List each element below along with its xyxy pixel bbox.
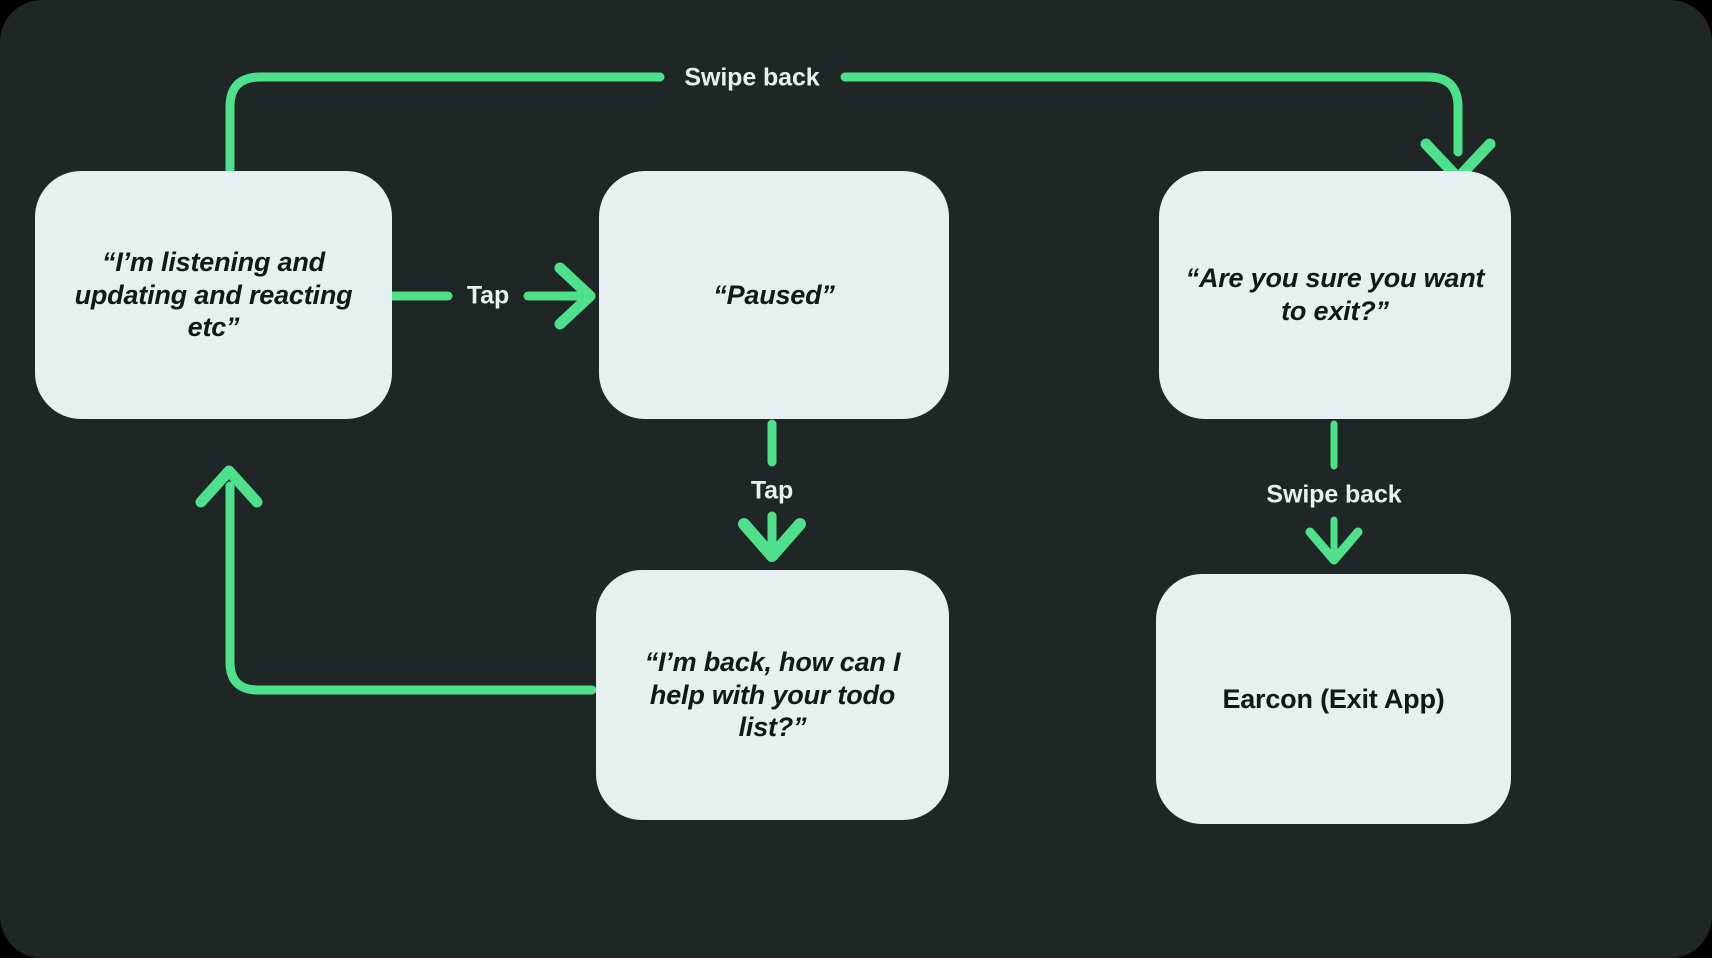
node-paused-label: “Paused” [713,279,835,310]
edge-label-tap-horizontal: Tap [466,281,510,310]
node-are-you-sure[interactable]: “Are you sure you want to exit?” [1159,171,1511,419]
arrowhead-tap-horizontal [554,262,596,330]
edge-label-swipe-back-right: Swipe back [1266,480,1402,509]
edge-swipe-back-top-left-segment [225,72,665,178]
node-listening-label: “I’m listening and updating and reacting… [74,246,353,343]
arrowhead-swipe-back-right [1305,527,1363,565]
arrowhead-return-to-listening [195,465,263,508]
node-earcon-label: Earcon (Exit App) [1222,683,1445,714]
edge-label-tap-vertical: Tap [750,476,794,505]
node-im-back[interactable]: “I’m back, how can I help with your todo… [596,570,949,820]
node-earcon[interactable]: Earcon (Exit App) [1156,574,1511,824]
node-paused[interactable]: “Paused” [599,171,949,419]
arrowhead-tap-vertical [738,518,806,562]
node-are-you-sure-label: “Are you sure you want to exit?” [1185,263,1485,326]
node-listening[interactable]: “I’m listening and updating and reacting… [35,171,392,419]
node-im-back-label: “I’m back, how can I help with your todo… [644,646,901,743]
edge-return-to-listening [225,481,597,695]
edge-swipe-back-top-right-segment [840,72,1463,157]
edge-label-swipe-back-top: Swipe back [684,63,820,92]
